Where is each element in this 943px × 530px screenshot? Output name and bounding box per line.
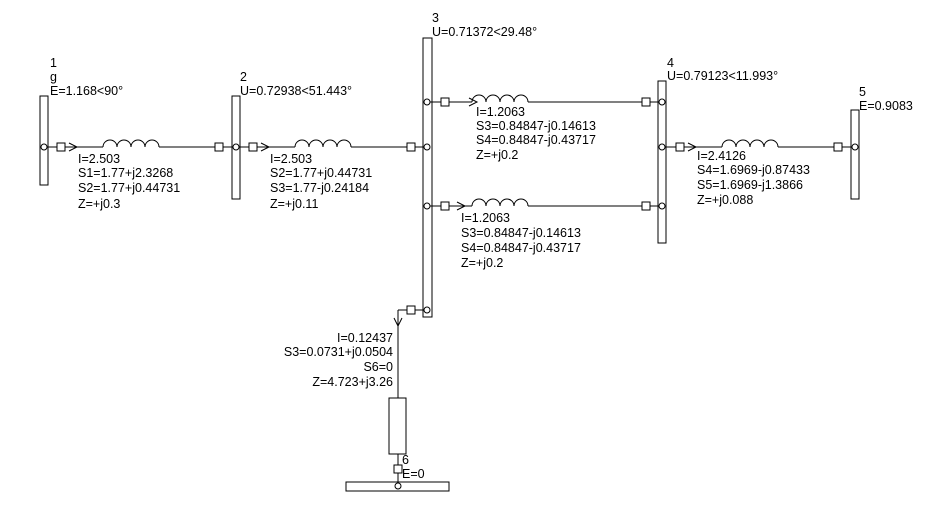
bus-1-number: 1 <box>50 56 57 70</box>
bus-5[interactable]: 5 E=0.9083 <box>850 85 913 200</box>
bus-6-number: 6 <box>402 453 409 467</box>
bus-4[interactable]: 4 U=0.79123<11.993° <box>657 56 778 244</box>
branch-3-6-current: I=0.12437 <box>337 331 393 345</box>
bus-4-value: U=0.79123<11.993° <box>667 69 778 83</box>
branch-3-4-bottom-current: I=1.2063 <box>461 211 510 225</box>
bus-5-value: E=0.9083 <box>859 99 913 113</box>
branch-2-3-impedance: Z=+j0.11 <box>270 197 318 211</box>
branch-2-3-s3: S3=1.77-j0.24184 <box>270 181 369 195</box>
branch-2-3[interactable]: I=2.503 S2=1.77+j0.44731 S3=1.77-j0.2418… <box>239 139 431 211</box>
branch-2-3-s2: S2=1.77+j0.44731 <box>270 166 372 180</box>
branch-3-4-bottom[interactable]: I=1.2063 S3=0.84847-j0.14613 S4=0.84847-… <box>423 198 666 270</box>
branch-1-2-impedance: Z=+j0.3 <box>78 197 120 211</box>
bus-1[interactable]: 1 g E=1.168<90° <box>39 56 123 186</box>
branch-3-4-bottom-s3: S3=0.84847-j0.14613 <box>461 226 581 240</box>
branch-3-4-bottom-impedance: Z=+j0.2 <box>461 256 503 270</box>
branch-3-4-top[interactable]: I=1.2063 S3=0.84847-j0.14613 S4=0.84847-… <box>423 94 666 162</box>
branch-3-6[interactable]: I=0.12437 S3=0.0731+j0.0504 S6=0 Z=4.723… <box>284 305 431 490</box>
branch-4-5-s4: S4=1.6969-j0.87433 <box>697 163 810 177</box>
branch-1-2-s1: S1=1.77+j2.3268 <box>78 166 173 180</box>
branch-2-3-current: I=2.503 <box>270 152 312 166</box>
bus-2-number: 2 <box>240 70 247 84</box>
branch-3-6-s3: S3=0.0731+j0.0504 <box>284 345 393 359</box>
branch-1-2[interactable]: I=2.503 S1=1.77+j2.3268 S2=1.77+j0.44731… <box>40 139 240 211</box>
bus-1-type-label: g <box>50 70 57 84</box>
bus-3[interactable]: 3 U=0.71372<29.48° <box>422 11 537 318</box>
branch-4-5[interactable]: I=2.4126 S4=1.6969-j0.87433 S5=1.6969-j1… <box>658 139 859 207</box>
bus-4-number: 4 <box>667 56 674 70</box>
branch-1-2-current: I=2.503 <box>78 152 120 166</box>
bus-5-number: 5 <box>859 85 866 99</box>
branch-4-5-s5: S5=1.6969-j1.3866 <box>697 178 803 192</box>
branch-1-2-s2: S2=1.77+j0.44731 <box>78 181 180 195</box>
branch-3-6-impedance: Z=4.723+j3.26 <box>312 375 393 389</box>
branch-3-4-top-impedance: Z=+j0.2 <box>476 148 518 162</box>
bus-3-value: U=0.71372<29.48° <box>432 25 537 39</box>
branch-4-5-current: I=2.4126 <box>697 149 746 163</box>
branch-3-4-top-s4: S4=0.84847-j0.43717 <box>476 133 596 147</box>
branch-3-4-bottom-s4: S4=0.84847-j0.43717 <box>461 241 581 255</box>
bus-1-value: E=1.168<90° <box>50 84 123 98</box>
branch-4-5-impedance: Z=+j0.088 <box>697 193 753 207</box>
branch-3-4-top-current: I=1.2063 <box>476 105 525 119</box>
bus-3-number: 3 <box>432 11 439 25</box>
bus-2-value: U=0.72938<51.443° <box>240 84 352 98</box>
bus-6-value: E=0 <box>402 467 425 481</box>
branch-3-4-top-s3: S3=0.84847-j0.14613 <box>476 119 596 133</box>
branch-3-6-s6: S6=0 <box>363 360 393 374</box>
